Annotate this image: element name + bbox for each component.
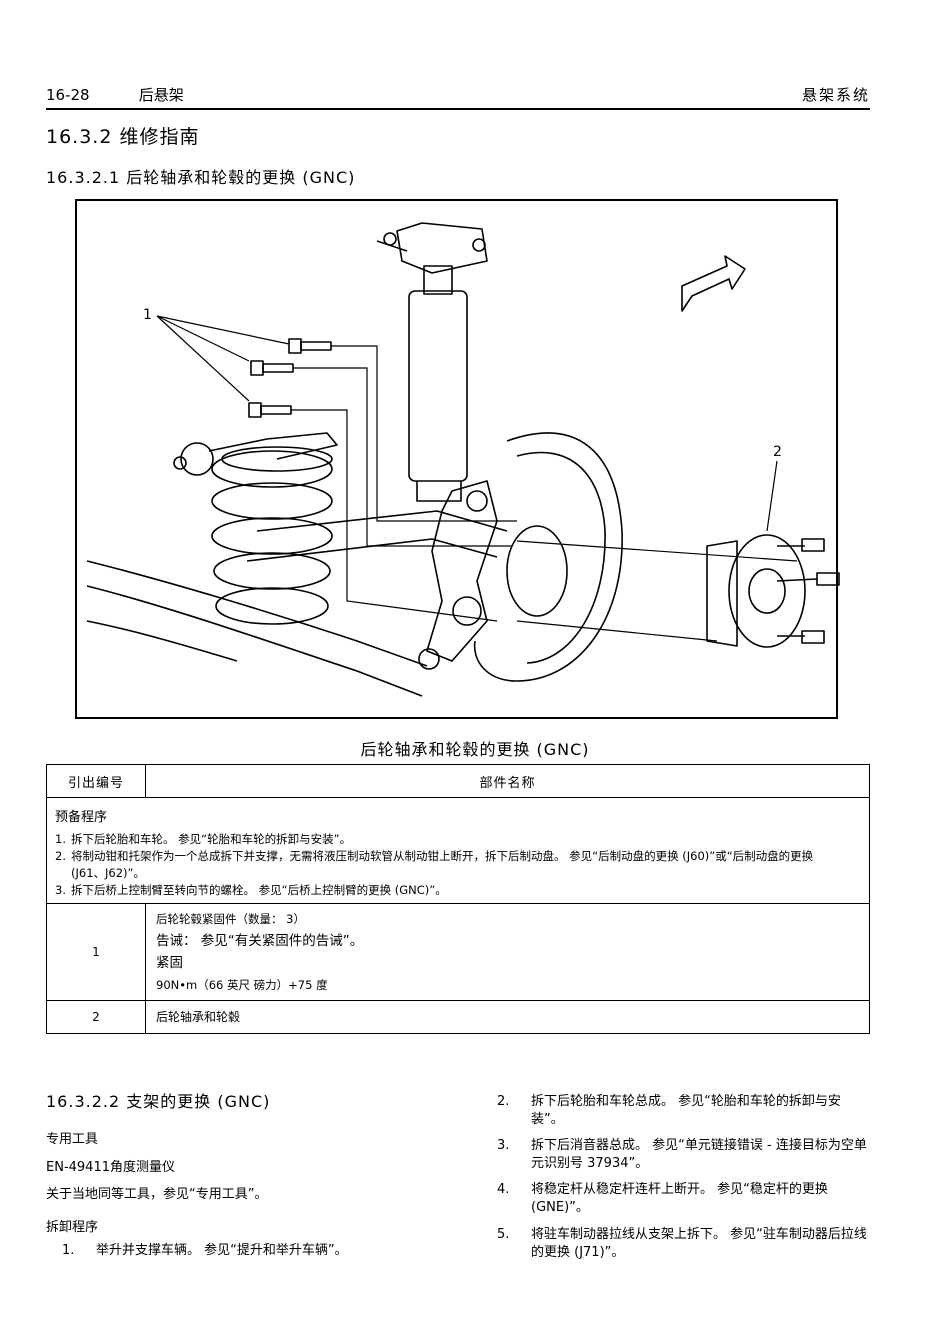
- removal-step: 3.拆下后消音器总成。 参见“单元链接错误 - 连接目标为空单元识别号 3793…: [497, 1138, 867, 1171]
- callout-cell-2: 2: [46, 1000, 146, 1034]
- chapter-title: 悬架系统: [801, 86, 870, 104]
- caution-text: 告诫： 参见“有关紧固件的告诫”。: [156, 933, 364, 949]
- suspension-illustration: 1 2: [75, 199, 840, 719]
- tool-item: EN-49411角度测量仪: [46, 1160, 175, 1175]
- part-name-2: 后轮轴承和轮毂: [145, 1000, 870, 1034]
- tighten-label: 紧固: [156, 955, 183, 971]
- heading-sub: 16.3.2.1 后轮轴承和轮毂的更换 (GNC): [46, 168, 356, 187]
- part-name: 后轮轮毂紧固件（数量： 3）: [156, 912, 305, 926]
- page-number: 16-28: [46, 86, 90, 104]
- callout-cell-1: 1: [46, 903, 146, 1001]
- part-detail-1: 后轮轮毂紧固件（数量： 3） 告诫： 参见“有关紧固件的告诫”。 紧固 90N•…: [145, 903, 870, 1001]
- tool-note: 关于当地同等工具，参见“专用工具”。: [46, 1187, 268, 1202]
- section2-heading: 16.3.2.2 支架的更换 (GNC): [46, 1092, 271, 1111]
- removal-step: 1.举升并支撑车辆。 参见“提升和举升车辆”。: [62, 1243, 348, 1258]
- section-title: 后悬架: [138, 86, 184, 104]
- torque-spec: 90N•m（66 英尺 磅力）+75 度: [156, 978, 328, 992]
- suspension-drawing: 1 2: [86, 222, 840, 697]
- col-name-header: 部件名称: [145, 764, 870, 798]
- removal-step: 5.将驻车制动器拉线从支架上拆下。 参见“驻车制动器后拉线的更换 (J71)”。: [497, 1227, 867, 1260]
- prep-procedure: 预备程序 1.拆下后轮胎和车轮。 参见“轮胎和车轮的拆卸与安装”。 2.将制动钳…: [46, 797, 870, 904]
- prep-step: 1.拆下后轮胎和车轮。 参见“轮胎和车轮的拆卸与安装”。: [55, 832, 352, 846]
- callout-2: 2: [773, 444, 782, 460]
- page-header-left: 16-28 后悬架: [46, 84, 184, 105]
- callout-1: 1: [143, 307, 152, 323]
- removal-title: 拆卸程序: [46, 1220, 99, 1235]
- prep-step: 3.拆下后桥上控制臂至转向节的螺栓。 参见“后桥上控制臂的更换 (GNC)”。: [55, 883, 447, 897]
- tools-title: 专用工具: [46, 1132, 99, 1147]
- col-callout-header: 引出编号: [46, 764, 146, 798]
- removal-step: 4.将稳定杆从稳定杆连杆上断开。 参见“稳定杆的更换 (GNE)”。: [497, 1182, 828, 1215]
- prep-step: 2.将制动钳和托架作为一个总成拆下并支撑，无需将液压制动软管从制动钳上断开，拆下…: [55, 849, 814, 880]
- header-rule: [46, 108, 870, 110]
- parts-table: 引出编号 部件名称 预备程序 1.拆下后轮胎和车轮。 参见“轮胎和车轮的拆卸与安…: [46, 764, 870, 1034]
- heading-main: 16.3.2 维修指南: [46, 126, 200, 148]
- removal-step: 2.拆下后轮胎和车轮总成。 参见“轮胎和车轮的拆卸与安装”。: [497, 1094, 841, 1127]
- prep-title: 预备程序: [55, 810, 108, 825]
- figure-caption: 后轮轴承和轮毂的更换 (GNC): [360, 740, 590, 759]
